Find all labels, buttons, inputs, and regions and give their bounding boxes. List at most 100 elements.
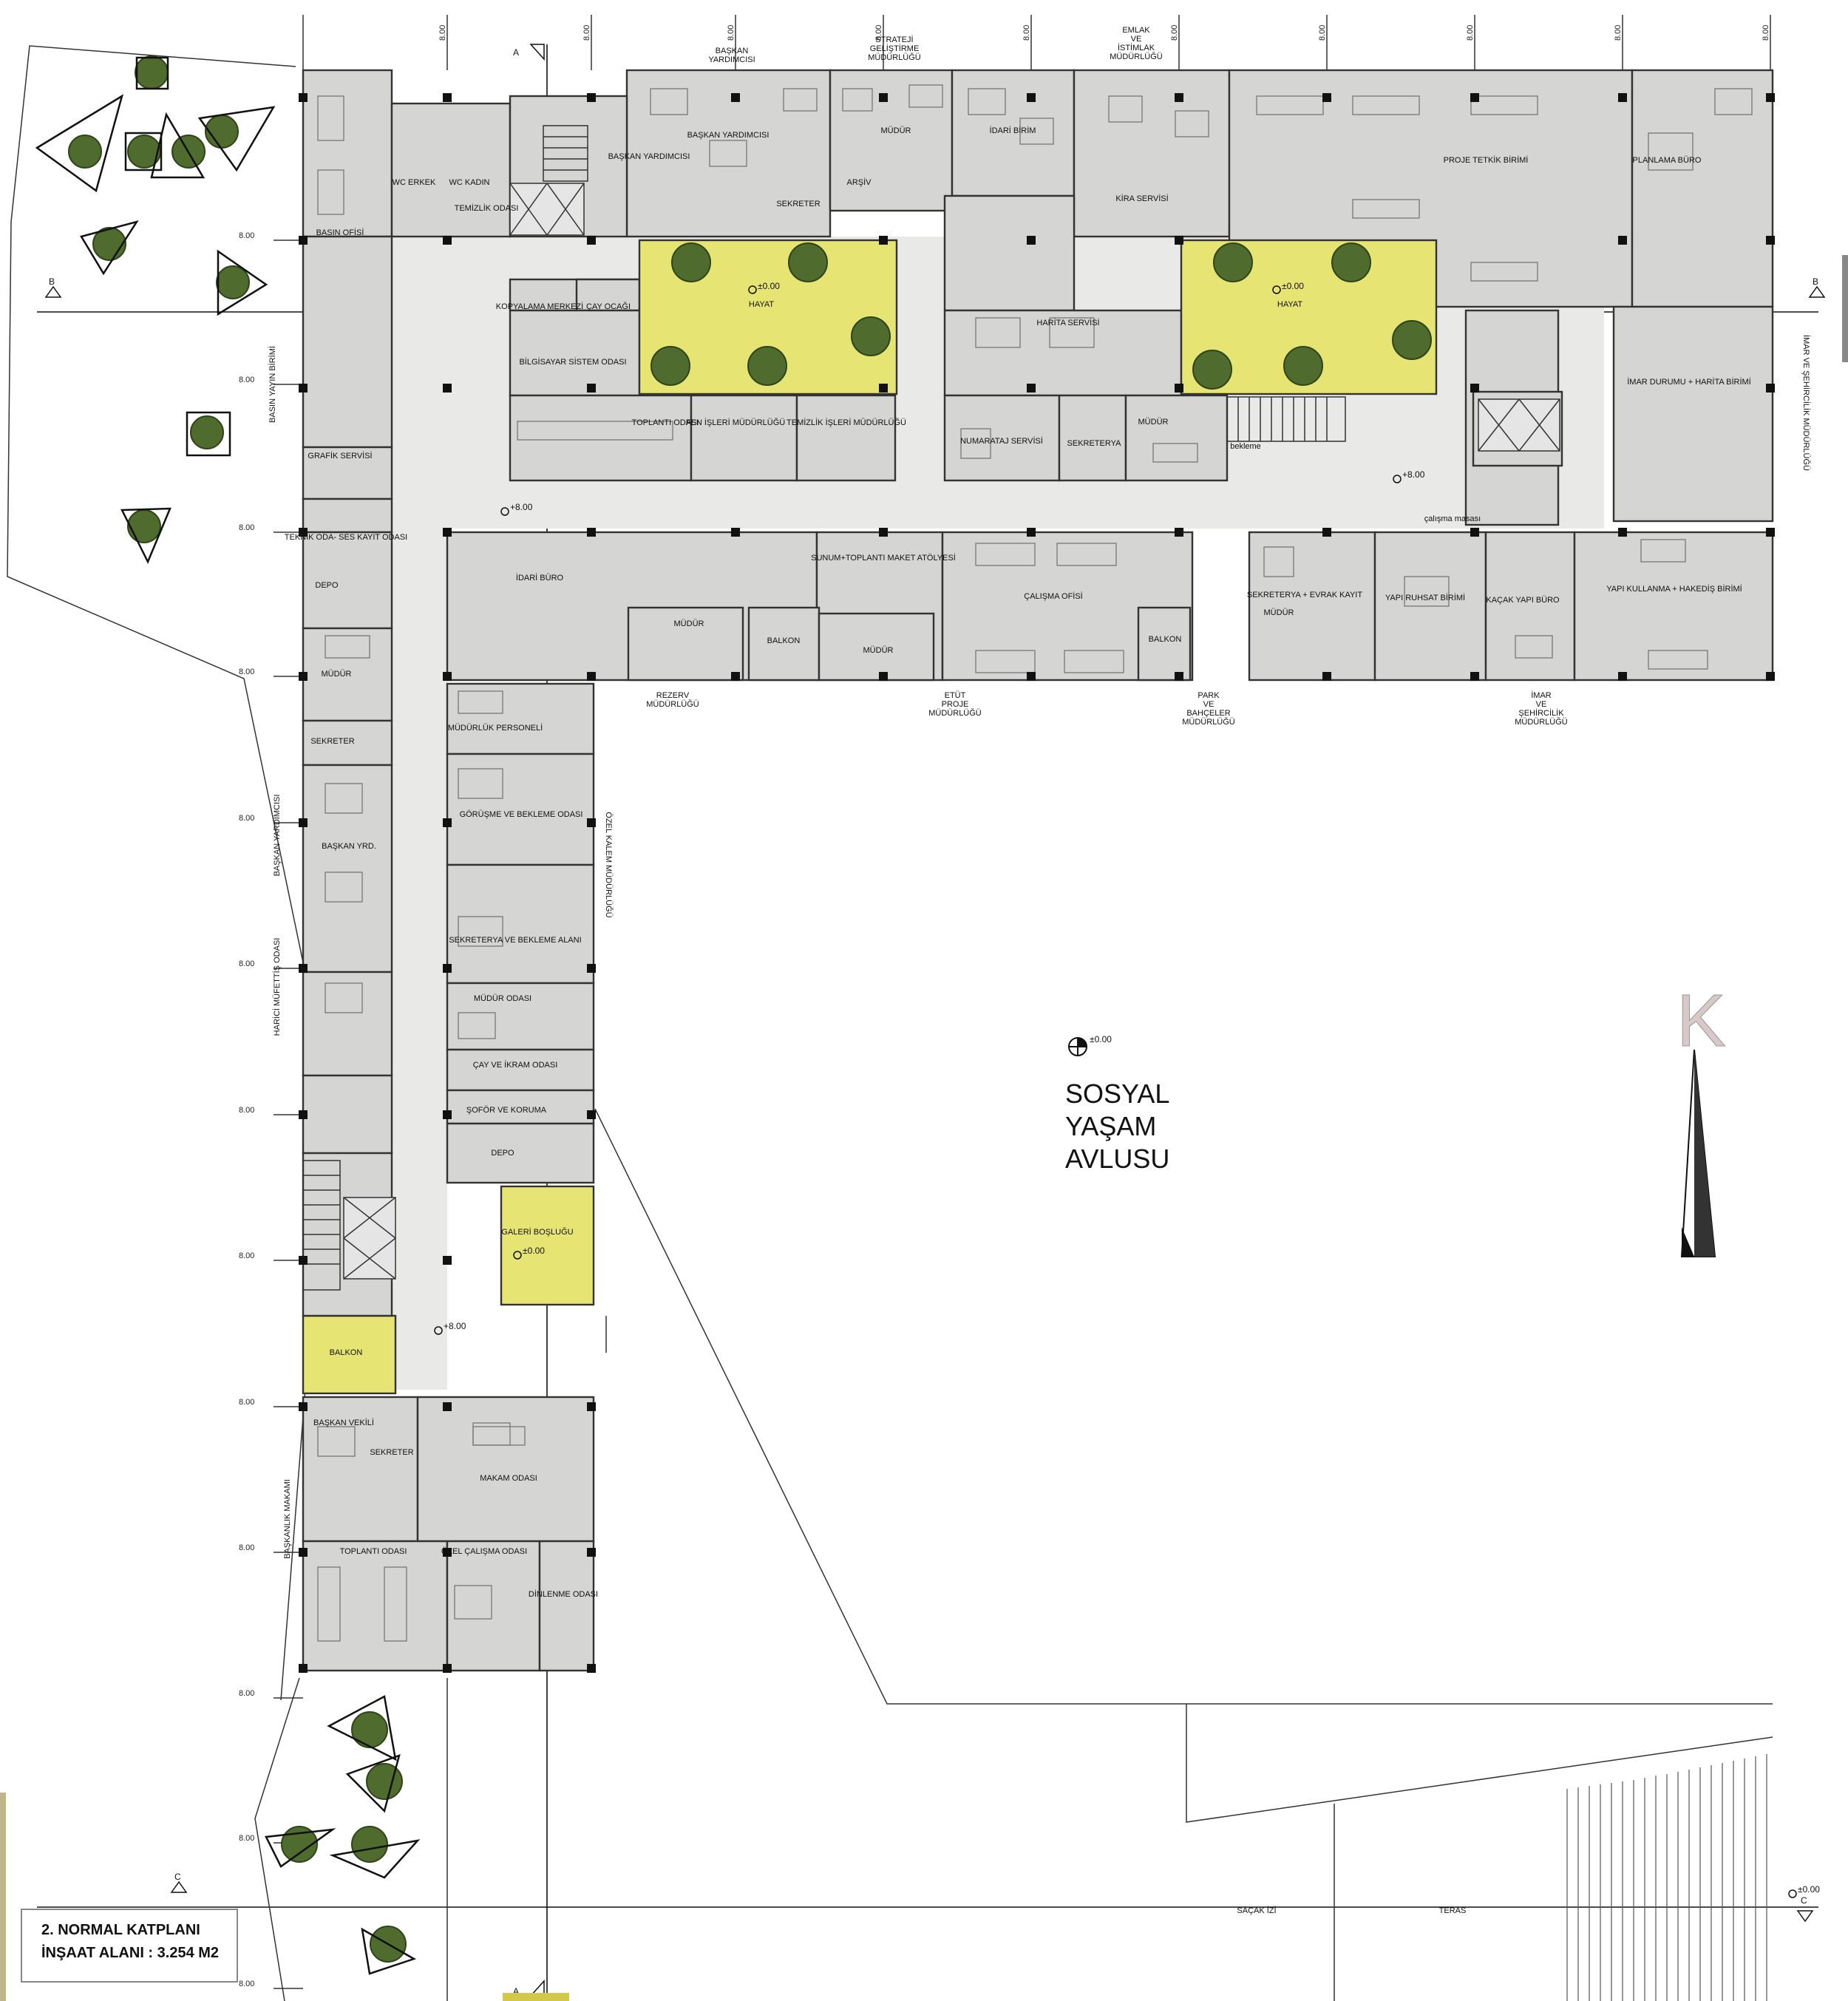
room-yapi-ruhsat: YAPI RUHSAT BİRİMİ: [1385, 593, 1465, 602]
room-balkon-a: BALKON: [767, 636, 801, 645]
room-bilgisayar: BİLGİSAYAR SİSTEM ODASI: [519, 357, 626, 367]
left-wing-rooms: [302, 235, 595, 1672]
room-sekreterya: SEKRETERYA: [1067, 439, 1122, 448]
dept-imar: İMAR: [1531, 690, 1552, 700]
dim-label: 8.00: [1022, 25, 1031, 41]
room-hayat-1: HAYAT: [749, 300, 775, 309]
dim-label: 8.00: [239, 1398, 254, 1407]
room-makam-odasi: MAKAM ODASI: [480, 1474, 537, 1483]
dept-park-3: BAHÇELER: [1186, 709, 1230, 718]
level-galeri: ±0.00: [523, 1246, 545, 1256]
room-cay-ikram: ÇAY VE İKRAM ODASI: [473, 1060, 558, 1070]
room-fen-isleri: FEN İŞLERİ MÜDÜRLÜĞÜ: [686, 418, 786, 427]
dept-imar-4: MÜDÜRLÜĞÜ: [1515, 717, 1568, 727]
section-mark-c-right: C: [1801, 1895, 1807, 1906]
room-mudur-mid: MÜDÜR: [1138, 418, 1169, 427]
room-mudur: MÜDÜR: [881, 126, 911, 135]
room-toplanti-2: TOPLANTI ODASI: [340, 1547, 407, 1556]
structural-columns: [299, 93, 1775, 1673]
level-hayat-2: ±0.00: [1282, 281, 1304, 291]
room-sunum: SUNUM+TOPLANTI MAKET ATÖLYESİ: [811, 553, 956, 563]
room-toplanti: TOPLANTI ODASI: [632, 418, 699, 427]
dept-baskan-yardimcisi-2: YARDIMCISI: [708, 55, 755, 64]
dept-baskan-yrd: BAŞKAN YARDIMCISI: [273, 795, 282, 877]
dept-etut: ETÜT: [945, 691, 966, 700]
room-baskan-yardimcisi-2: BAŞKAN YARDIMCISI: [608, 152, 690, 161]
dept-emlak-4: MÜDÜRLÜĞÜ: [1110, 52, 1163, 61]
north-arrow-icon: K: [1677, 979, 1726, 1257]
dept-rezerv: REZERV: [656, 691, 690, 700]
dim-label: 8.00: [239, 667, 254, 676]
room-depo-1: DEPO: [315, 581, 339, 590]
room-mudur-odasi: MÜDÜR ODASI: [474, 994, 531, 1003]
dept-makam: BAŞKANLIK MAKAMI: [283, 1479, 292, 1559]
room-teknik: TEKNİK ODA- SES KAYIT ODASI: [285, 532, 407, 542]
legend-area: İNŞAAT ALANI : 3.254 M2: [41, 1945, 220, 1961]
courtyard-title-2: YAŞAM: [1065, 1111, 1156, 1141]
room-grafik: GRAFİK SERVİSİ: [308, 451, 372, 461]
dim-label: 8.00: [239, 1106, 254, 1115]
dept-basin-yayin: BASIN YAYIN BİRİMİ: [268, 346, 277, 423]
section-mark-a: A: [513, 47, 519, 58]
north-arrow-letter: K: [1677, 979, 1726, 1062]
room-cay-ocagi: ÇAY OCAĞI: [586, 302, 631, 311]
dim-label: 8.00: [239, 231, 254, 240]
room-idari-birim: İDARİ BİRİM: [990, 126, 1036, 135]
room-depo-2: DEPO: [491, 1149, 514, 1158]
courtyard-level: ±0.00: [1090, 1034, 1112, 1044]
room-baskan-vekili: BAŞKAN VEKİLİ: [313, 1418, 374, 1427]
dept-park: PARK: [1198, 691, 1220, 700]
dim-label: 8.00: [239, 959, 254, 968]
dept-strateji: STRATEJİ: [875, 35, 913, 44]
courtyard-title-1: SOSYAL: [1065, 1078, 1169, 1109]
room-wc-erkek: WC ERKEK: [393, 178, 436, 187]
room-numarataj: NUMARATAJ SERVİSİ: [960, 436, 1043, 446]
level-hayat-1: ±0.00: [758, 281, 780, 291]
room-arsiv: ARŞİV: [846, 177, 872, 187]
room-sekreter-makam: SEKRETER: [370, 1448, 413, 1457]
dept-imar-2: VE: [1536, 700, 1547, 709]
room-temizlik: TEMİZLİK ODASI: [455, 203, 519, 213]
room-kira-servisi: KİRA SERVİSİ: [1115, 194, 1168, 203]
left-corridor: [392, 237, 447, 1390]
room-hayat-2: HAYAT: [1277, 300, 1303, 309]
room-bekleme: bekleme: [1230, 442, 1261, 451]
dim-label: 8.00: [727, 25, 736, 41]
section-mark-b: B: [49, 276, 55, 287]
dim-label: 8.00: [582, 25, 591, 41]
room-balkon-b: BALKON: [1149, 635, 1182, 644]
room-mudur-left: MÜDÜR: [322, 670, 352, 679]
plan-legend: 2. NORMAL KATPLANI İNŞAAT ALANI : 3.254 …: [21, 1909, 238, 1983]
furniture: [317, 84, 1753, 1642]
dim-label: 8.00: [239, 376, 254, 384]
edge-mark-left: [0, 1793, 6, 2001]
dim-label: 8.00: [239, 1980, 254, 1988]
dim-label: 8.00: [239, 1543, 254, 1552]
room-baskan-yrd: BAŞKAN YRD.: [322, 842, 376, 851]
dept-strateji-2: GELİŞTİRME: [870, 44, 920, 53]
room-planlama: PLANLAMA BÜRO: [1633, 156, 1702, 165]
dept-rezerv-2: MÜDÜRLÜĞÜ: [646, 699, 699, 709]
department-labels: BAŞKAN YARDIMCISI STRATEJİ GELİŞTİRME MÜ…: [268, 26, 1811, 1559]
room-yapi-kullanma: YAPI KULLANMA + HAKEDİŞ BİRİMİ: [1606, 584, 1742, 594]
level-teras: ±0.00: [1798, 1884, 1820, 1895]
room-idari-buro: İDARİ BÜRO: [516, 573, 564, 582]
dept-ozel-kalem: ÖZEL KALEM MÜDÜRLÜĞÜ: [604, 812, 614, 917]
room-temizlik-isleri: TEMİZLİK İŞLERİ MÜDÜRLÜĞÜ: [787, 418, 906, 427]
dim-label: 8.00: [438, 25, 447, 41]
room-kopyalama: KOPYALAMA MERKEZİ: [496, 302, 583, 311]
edge-mark-bottom: [503, 1993, 569, 2001]
trees: [68, 55, 1432, 1963]
level-corridor-3: +8.00: [444, 1321, 466, 1331]
room-dinlenme: DİNLENME ODASI: [529, 1589, 598, 1599]
dim-label: 8.00: [1170, 25, 1179, 41]
room-imar-durumu: İMAR DURUMU + HARİTA BİRİMİ: [1627, 377, 1751, 387]
third-row-rooms: [446, 531, 1774, 682]
dim-label: 8.00: [239, 814, 254, 823]
level-corridor-1: +8.00: [510, 502, 533, 512]
room-sacak: SAÇAK İZİ: [1237, 1906, 1276, 1915]
dept-strateji-3: MÜDÜRLÜĞÜ: [868, 52, 921, 62]
room-labels: BASIN OFİSİ BAŞKAN YARDIMCISI BAŞKAN YAR…: [285, 126, 1751, 1915]
dim-label: 8.00: [874, 25, 883, 41]
